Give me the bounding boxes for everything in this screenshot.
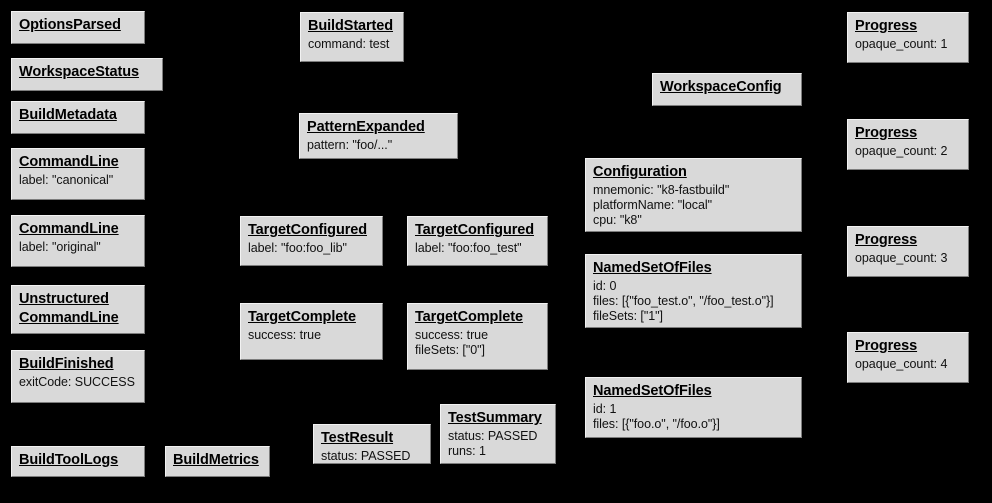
event-node-fields: mnemonic: "k8-fastbuild" platformName: "… (593, 182, 730, 228)
event-node-test-result[interactable]: TestResult status: PASSED (313, 424, 431, 464)
event-node-progress-4[interactable]: Progress opaque_count: 4 (847, 332, 969, 383)
event-node-title: WorkspaceStatus (19, 64, 139, 80)
event-node-fields: label: "original" (19, 239, 101, 254)
event-node-title: TargetComplete (415, 309, 523, 325)
event-node-target-configured-test[interactable]: TargetConfigured label: "foo:foo_test" (407, 216, 548, 266)
event-node-fields: label: "foo:foo_lib" (248, 240, 347, 255)
event-node-title: OptionsParsed (19, 17, 121, 33)
event-node-target-configured-lib[interactable]: TargetConfigured label: "foo:foo_lib" (240, 216, 383, 266)
event-node-fields: label: "canonical" (19, 172, 114, 187)
event-node-fields: status: PASSED (321, 448, 411, 463)
event-node-pattern-expanded[interactable]: PatternExpanded pattern: "foo/..." (299, 113, 458, 159)
event-node-workspace-config[interactable]: WorkspaceConfig (652, 73, 802, 106)
event-node-build-started[interactable]: BuildStarted command: test (300, 12, 404, 62)
event-node-fields: id: 0 files: [{"foo_test.o", "/foo_test.… (593, 278, 774, 324)
event-node-target-complete-test[interactable]: TargetComplete success: true fileSets: ["… (407, 303, 548, 370)
event-node-fields: id: 1 files: [{"foo.o", "/foo.o"}] (593, 401, 720, 431)
event-node-title: BuildStarted (308, 18, 394, 34)
event-node-title: CommandLine (19, 154, 119, 170)
event-node-title: NamedSetOfFiles (593, 383, 712, 399)
event-node-title: Unstructured CommandLine (19, 291, 119, 326)
event-node-fields: exitCode: SUCCESS (19, 374, 135, 389)
event-node-fields: pattern: "foo/..." (307, 137, 393, 152)
event-node-title: TargetConfigured (248, 222, 367, 238)
event-node-build-tool-logs[interactable]: BuildToolLogs (11, 446, 145, 477)
event-node-progress-1[interactable]: Progress opaque_count: 1 (847, 12, 969, 63)
event-node-fields: opaque_count: 4 (855, 356, 948, 371)
event-node-fields: label: "foo:foo_test" (415, 240, 522, 255)
event-node-title: BuildToolLogs (19, 452, 119, 468)
event-node-unstructured-command-line[interactable]: Unstructured CommandLine (11, 285, 145, 334)
event-node-title: TargetConfigured (415, 222, 534, 238)
event-node-build-metadata[interactable]: BuildMetadata (11, 101, 145, 134)
event-node-command-line-canonical[interactable]: CommandLine label: "canonical" (11, 148, 145, 200)
event-node-title: Configuration (593, 164, 687, 180)
event-node-progress-3[interactable]: Progress opaque_count: 3 (847, 226, 969, 277)
event-node-named-set-of-files-0[interactable]: NamedSetOfFiles id: 0 files: [{"foo_test.… (585, 254, 802, 328)
event-node-title: NamedSetOfFiles (593, 260, 712, 276)
event-node-fields: opaque_count: 2 (855, 143, 948, 158)
event-node-test-summary[interactable]: TestSummary status: PASSED runs: 1 (440, 404, 556, 464)
event-node-command-line-original[interactable]: CommandLine label: "original" (11, 215, 145, 267)
event-node-title: TargetComplete (248, 309, 356, 325)
event-node-build-finished[interactable]: BuildFinished exitCode: SUCCESS (11, 350, 145, 403)
event-node-fields: success: true (248, 327, 321, 342)
event-node-configuration[interactable]: Configuration mnemonic: "k8-fastbuild" pl… (585, 158, 802, 232)
event-node-title: BuildMetrics (173, 452, 259, 468)
event-node-build-metrics[interactable]: BuildMetrics (165, 446, 270, 477)
event-node-workspace-status[interactable]: WorkspaceStatus (11, 58, 163, 91)
event-node-target-complete-lib[interactable]: TargetComplete success: true (240, 303, 383, 360)
event-node-title: PatternExpanded (307, 119, 425, 135)
event-node-options-parsed[interactable]: OptionsParsed (11, 11, 145, 44)
event-node-fields: success: true fileSets: ["0"] (415, 327, 488, 357)
event-node-progress-2[interactable]: Progress opaque_count: 2 (847, 119, 969, 170)
event-node-title: WorkspaceConfig (660, 79, 782, 95)
event-node-title: Progress (855, 125, 918, 141)
event-node-fields: command: test (308, 36, 390, 51)
event-node-fields: opaque_count: 3 (855, 250, 948, 265)
event-node-title: CommandLine (19, 221, 119, 237)
event-node-title: Progress (855, 232, 918, 248)
event-node-title: Progress (855, 338, 918, 354)
event-node-title: TestResult (321, 430, 394, 446)
event-node-fields: status: PASSED runs: 1 (448, 428, 538, 458)
event-node-title: Progress (855, 18, 918, 34)
event-node-title: BuildFinished (19, 356, 114, 372)
event-node-title: TestSummary (448, 410, 542, 426)
event-node-title: BuildMetadata (19, 107, 117, 123)
event-node-named-set-of-files-1[interactable]: NamedSetOfFiles id: 1 files: [{"foo.o", "… (585, 377, 802, 438)
event-node-fields: opaque_count: 1 (855, 36, 948, 51)
